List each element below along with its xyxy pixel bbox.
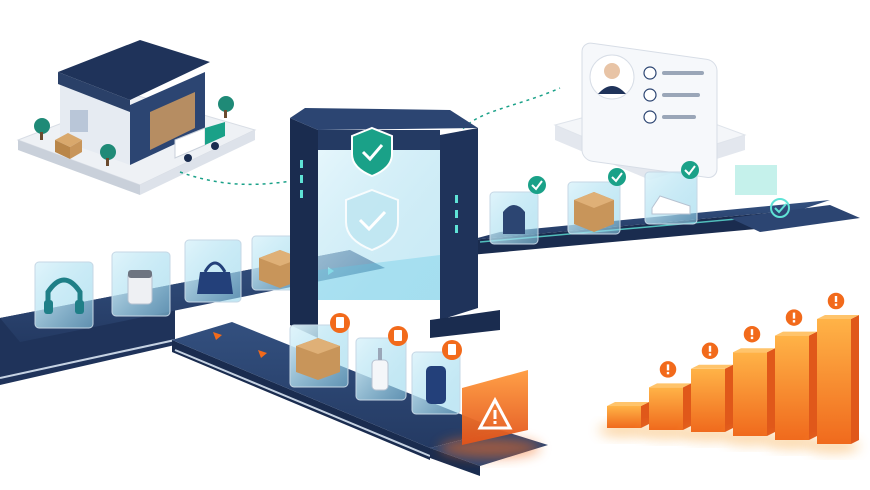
list-item <box>355 326 408 401</box>
bar-top <box>775 331 817 336</box>
warning-triangle-icon <box>462 370 528 445</box>
sneaker-icon <box>651 195 691 215</box>
customer-profile-card <box>553 42 747 180</box>
headphones-icon <box>45 277 83 308</box>
check-circle-icon <box>528 176 546 194</box>
exclamation-dot <box>792 320 796 323</box>
exclamation-dot <box>750 336 754 340</box>
exclamation-mark <box>834 296 838 302</box>
exclamation-mark <box>666 364 670 371</box>
canister-icon <box>426 366 446 404</box>
list-item <box>184 239 242 303</box>
warehouse <box>16 40 257 195</box>
list-item <box>111 251 171 317</box>
exclamation-mark <box>792 312 796 319</box>
mail-icon <box>643 88 657 102</box>
handbag-icon <box>197 272 233 294</box>
list-item <box>489 176 546 245</box>
shield-check-icon <box>351 126 393 178</box>
bar-side <box>725 364 733 432</box>
list-item <box>644 161 699 225</box>
bar-top <box>607 402 649 406</box>
bar-side <box>767 348 775 436</box>
check-circle-icon <box>608 168 626 186</box>
bar <box>691 368 725 432</box>
screening-gate <box>290 108 500 338</box>
exclamation-dot <box>666 371 670 375</box>
bar-side <box>809 331 817 440</box>
dashed-connector <box>454 87 561 141</box>
bar <box>817 319 851 444</box>
list-item <box>289 313 350 388</box>
bar-side <box>641 402 649 428</box>
bar <box>775 335 809 440</box>
dashed-connector <box>179 171 311 186</box>
bar-side <box>683 383 691 430</box>
bar <box>607 406 641 428</box>
check-circle-icon <box>770 198 790 218</box>
bar <box>649 387 683 430</box>
exclamation-dot <box>834 303 838 306</box>
phone-icon <box>643 66 657 80</box>
bar-top <box>649 383 691 388</box>
bar-top <box>733 348 775 353</box>
bar-side <box>851 315 859 444</box>
exclamation-mark <box>708 345 712 352</box>
pump-bottle-icon <box>371 359 389 391</box>
bar-top <box>691 364 733 369</box>
list-item <box>34 261 94 329</box>
shield-icon <box>643 110 657 124</box>
check-circle-icon <box>681 161 699 179</box>
bar-top <box>817 315 859 319</box>
backpack-icon <box>503 205 525 234</box>
exclamation-dot <box>708 353 712 356</box>
list-item <box>411 340 462 415</box>
alert-bar-chart <box>598 291 860 453</box>
list-item <box>567 168 626 235</box>
bar <box>733 352 767 436</box>
exclamation-mark <box>750 329 754 336</box>
